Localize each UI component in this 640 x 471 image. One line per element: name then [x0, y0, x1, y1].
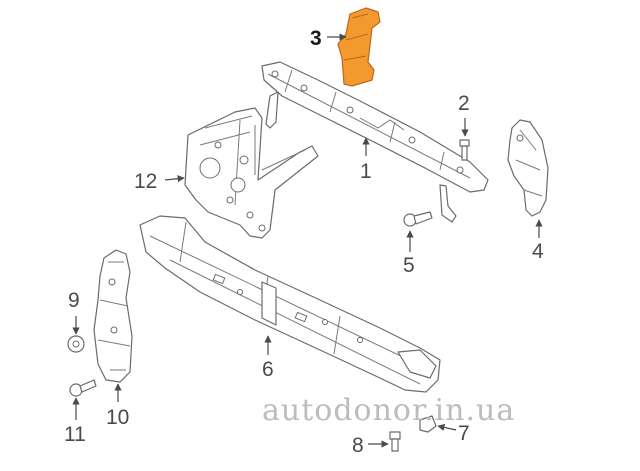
watermark-text: autodonor.in.ua — [262, 393, 515, 428]
part-10-bracket — [93, 249, 133, 383]
part-7-clip — [419, 415, 437, 433]
part-11-bolt — [69, 379, 97, 397]
part-3-highlighted-bracket — [337, 7, 381, 87]
leader-12 — [164, 175, 185, 183]
callout-6: 6 — [262, 358, 274, 381]
part-8-bolt — [389, 431, 401, 452]
callout-8: 8 — [352, 434, 364, 457]
part-9-nut — [67, 335, 85, 353]
callout-4: 4 — [532, 240, 544, 263]
callout-12: 12 — [134, 170, 157, 193]
callout-2: 2 — [458, 92, 470, 115]
part-1-upper-tie-bar — [261, 61, 489, 223]
callout-11: 11 — [64, 423, 86, 446]
leader-lines — [72, 33, 543, 448]
part-4-side-support — [507, 119, 549, 217]
callout-9: 9 — [68, 289, 80, 312]
callout-5: 5 — [403, 254, 415, 277]
callout-10: 10 — [106, 406, 129, 429]
part-2-bolt — [459, 139, 470, 161]
callout-1: 1 — [360, 160, 372, 183]
part-12-side-support — [184, 107, 319, 239]
leader-7 — [437, 423, 457, 431]
part-6-lower-tie-bar — [139, 215, 441, 393]
callout-3: 3 — [310, 27, 322, 50]
callout-7: 7 — [458, 422, 470, 445]
part-5-bolt — [403, 211, 433, 227]
